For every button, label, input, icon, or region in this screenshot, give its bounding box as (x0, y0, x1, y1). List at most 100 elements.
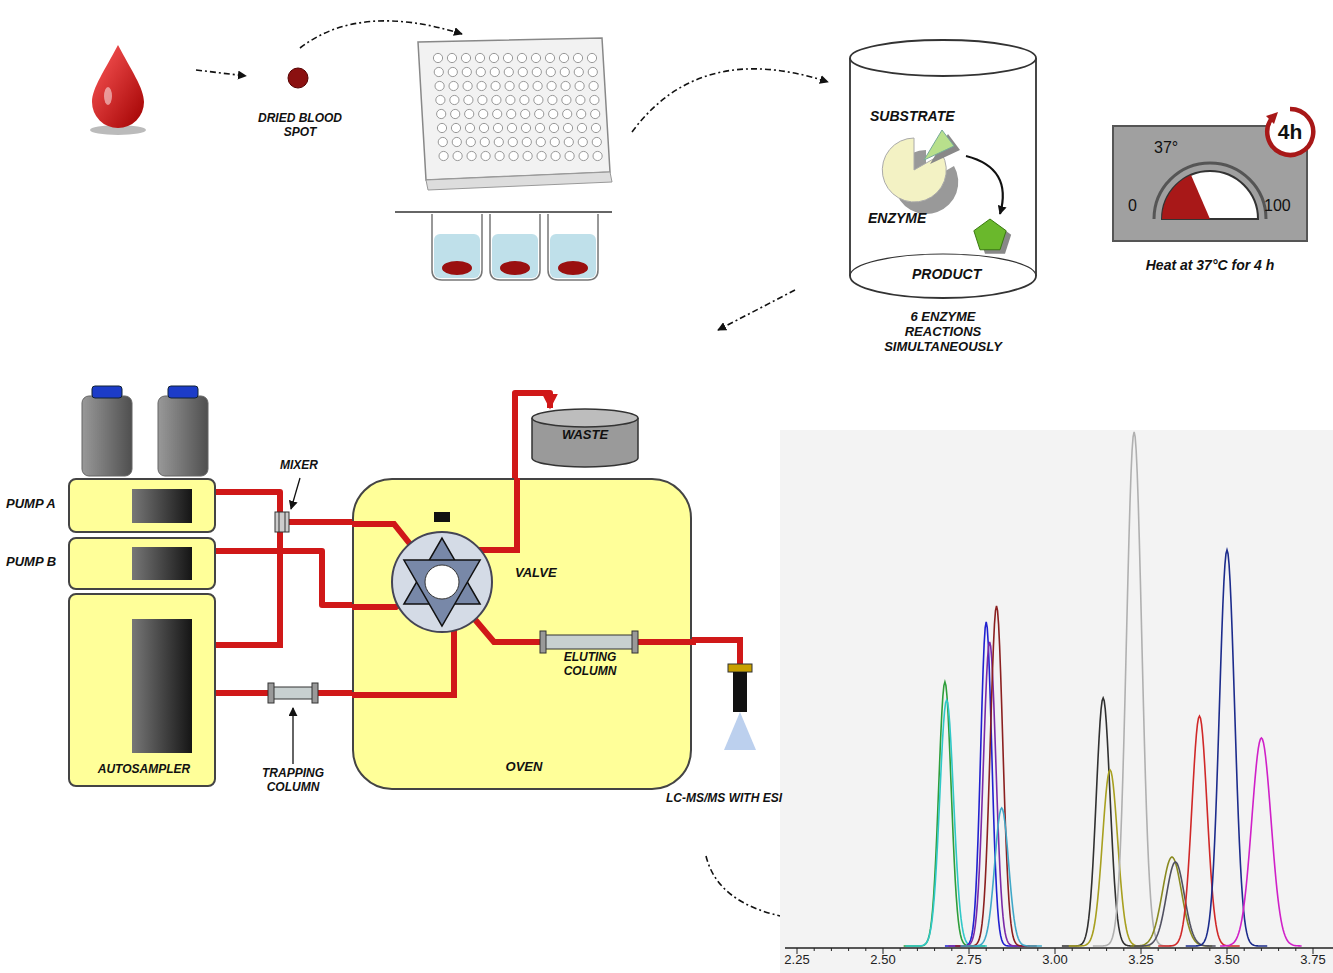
well (548, 95, 557, 104)
well (521, 109, 530, 118)
well (461, 53, 470, 62)
tubing-connector (216, 551, 352, 605)
well (448, 67, 457, 76)
node-text: ENZYME (868, 210, 926, 226)
node-text: 0 (1128, 197, 1137, 215)
well (465, 123, 474, 132)
well (546, 67, 555, 76)
well (561, 81, 570, 90)
well (563, 109, 572, 118)
well (520, 95, 529, 104)
well (477, 81, 486, 90)
well (532, 67, 541, 76)
well (551, 151, 560, 160)
well (560, 67, 569, 76)
well (564, 137, 573, 146)
well (587, 53, 596, 62)
node-text: 4h (1278, 120, 1303, 144)
well (517, 53, 526, 62)
well (534, 95, 543, 104)
part-label: VALVE (515, 566, 557, 581)
well (449, 81, 458, 90)
axis-tick-label: 3.25 (1128, 953, 1153, 968)
well (559, 53, 568, 62)
pump-b-shape (70, 539, 218, 592)
esi-source (724, 664, 756, 750)
well (590, 95, 599, 104)
well (563, 123, 572, 132)
well (518, 67, 527, 76)
axis-tick-label: 3.75 (1300, 953, 1325, 968)
well (521, 123, 530, 132)
well (577, 123, 586, 132)
well (549, 123, 558, 132)
well (577, 109, 586, 118)
well (535, 109, 544, 118)
well (575, 81, 584, 90)
chromatogram-panel (780, 430, 1333, 973)
leader-line (291, 478, 300, 509)
well (436, 95, 445, 104)
well (492, 95, 501, 104)
oven-shape (354, 480, 694, 792)
part-label: DRIED BLOOD SPOT (254, 112, 346, 140)
tubing (216, 530, 280, 645)
node-text: WASTE (562, 428, 608, 443)
well (592, 137, 601, 146)
axis-tick-label: 2.25 (784, 953, 809, 968)
node-text: PRODUCT (912, 266, 981, 282)
well (493, 109, 502, 118)
well (549, 109, 558, 118)
waste-container: WASTE (530, 408, 640, 470)
solvent-bottles (82, 386, 208, 476)
well (464, 95, 473, 104)
pump-a-shape (70, 480, 218, 535)
node-text: SUBSTRATE (870, 108, 955, 124)
well (437, 123, 446, 132)
axis-tick-label: 2.75 (956, 953, 981, 968)
well (491, 81, 500, 90)
well (507, 109, 516, 118)
well (504, 67, 513, 76)
autosampler: AUTOSAMPLER (68, 593, 216, 787)
well (562, 95, 571, 104)
chromatogram (785, 432, 1333, 954)
well (451, 109, 460, 118)
part-label: LC-MS/MS WITH ESI (666, 792, 782, 806)
oven: OVEN (352, 478, 692, 790)
part-label: TRAPPING COLUMN (250, 767, 336, 795)
well (578, 137, 587, 146)
well (475, 53, 484, 62)
reaction-vessel-shape (848, 38, 1038, 300)
well (591, 109, 600, 118)
well (519, 81, 528, 90)
node-text: PUMP A (6, 497, 56, 512)
axis-tick-label: 2.50 (870, 953, 895, 968)
well (547, 81, 556, 90)
node-text: 6 ENZYME REACTIONS SIMULTANEOUSLY (875, 310, 1011, 355)
pump-a: PUMP A (68, 478, 216, 533)
reaction-vessel: SUBSTRATEENZYMEPRODUCT6 ENZYME REACTIONS… (848, 38, 1038, 300)
autosampler-shape (70, 595, 218, 789)
axis-tick-label: 3.50 (1214, 953, 1239, 968)
well (576, 95, 585, 104)
well (588, 67, 597, 76)
well (439, 151, 448, 160)
node-text: OVEN (506, 760, 543, 775)
well (579, 151, 588, 160)
well (550, 137, 559, 146)
well (451, 123, 460, 132)
part-label: ELUTING COLUMN (548, 651, 632, 679)
well (481, 151, 490, 160)
node-text: AUTOSAMPLER (98, 763, 190, 777)
flow-arrows (196, 21, 828, 918)
well (435, 81, 444, 90)
well (531, 53, 540, 62)
part-label: MIXER (280, 459, 318, 473)
well-plate (418, 38, 610, 180)
well (462, 67, 471, 76)
well (463, 81, 472, 90)
well (537, 151, 546, 160)
pump-b: PUMP B (68, 537, 216, 590)
well (465, 109, 474, 118)
